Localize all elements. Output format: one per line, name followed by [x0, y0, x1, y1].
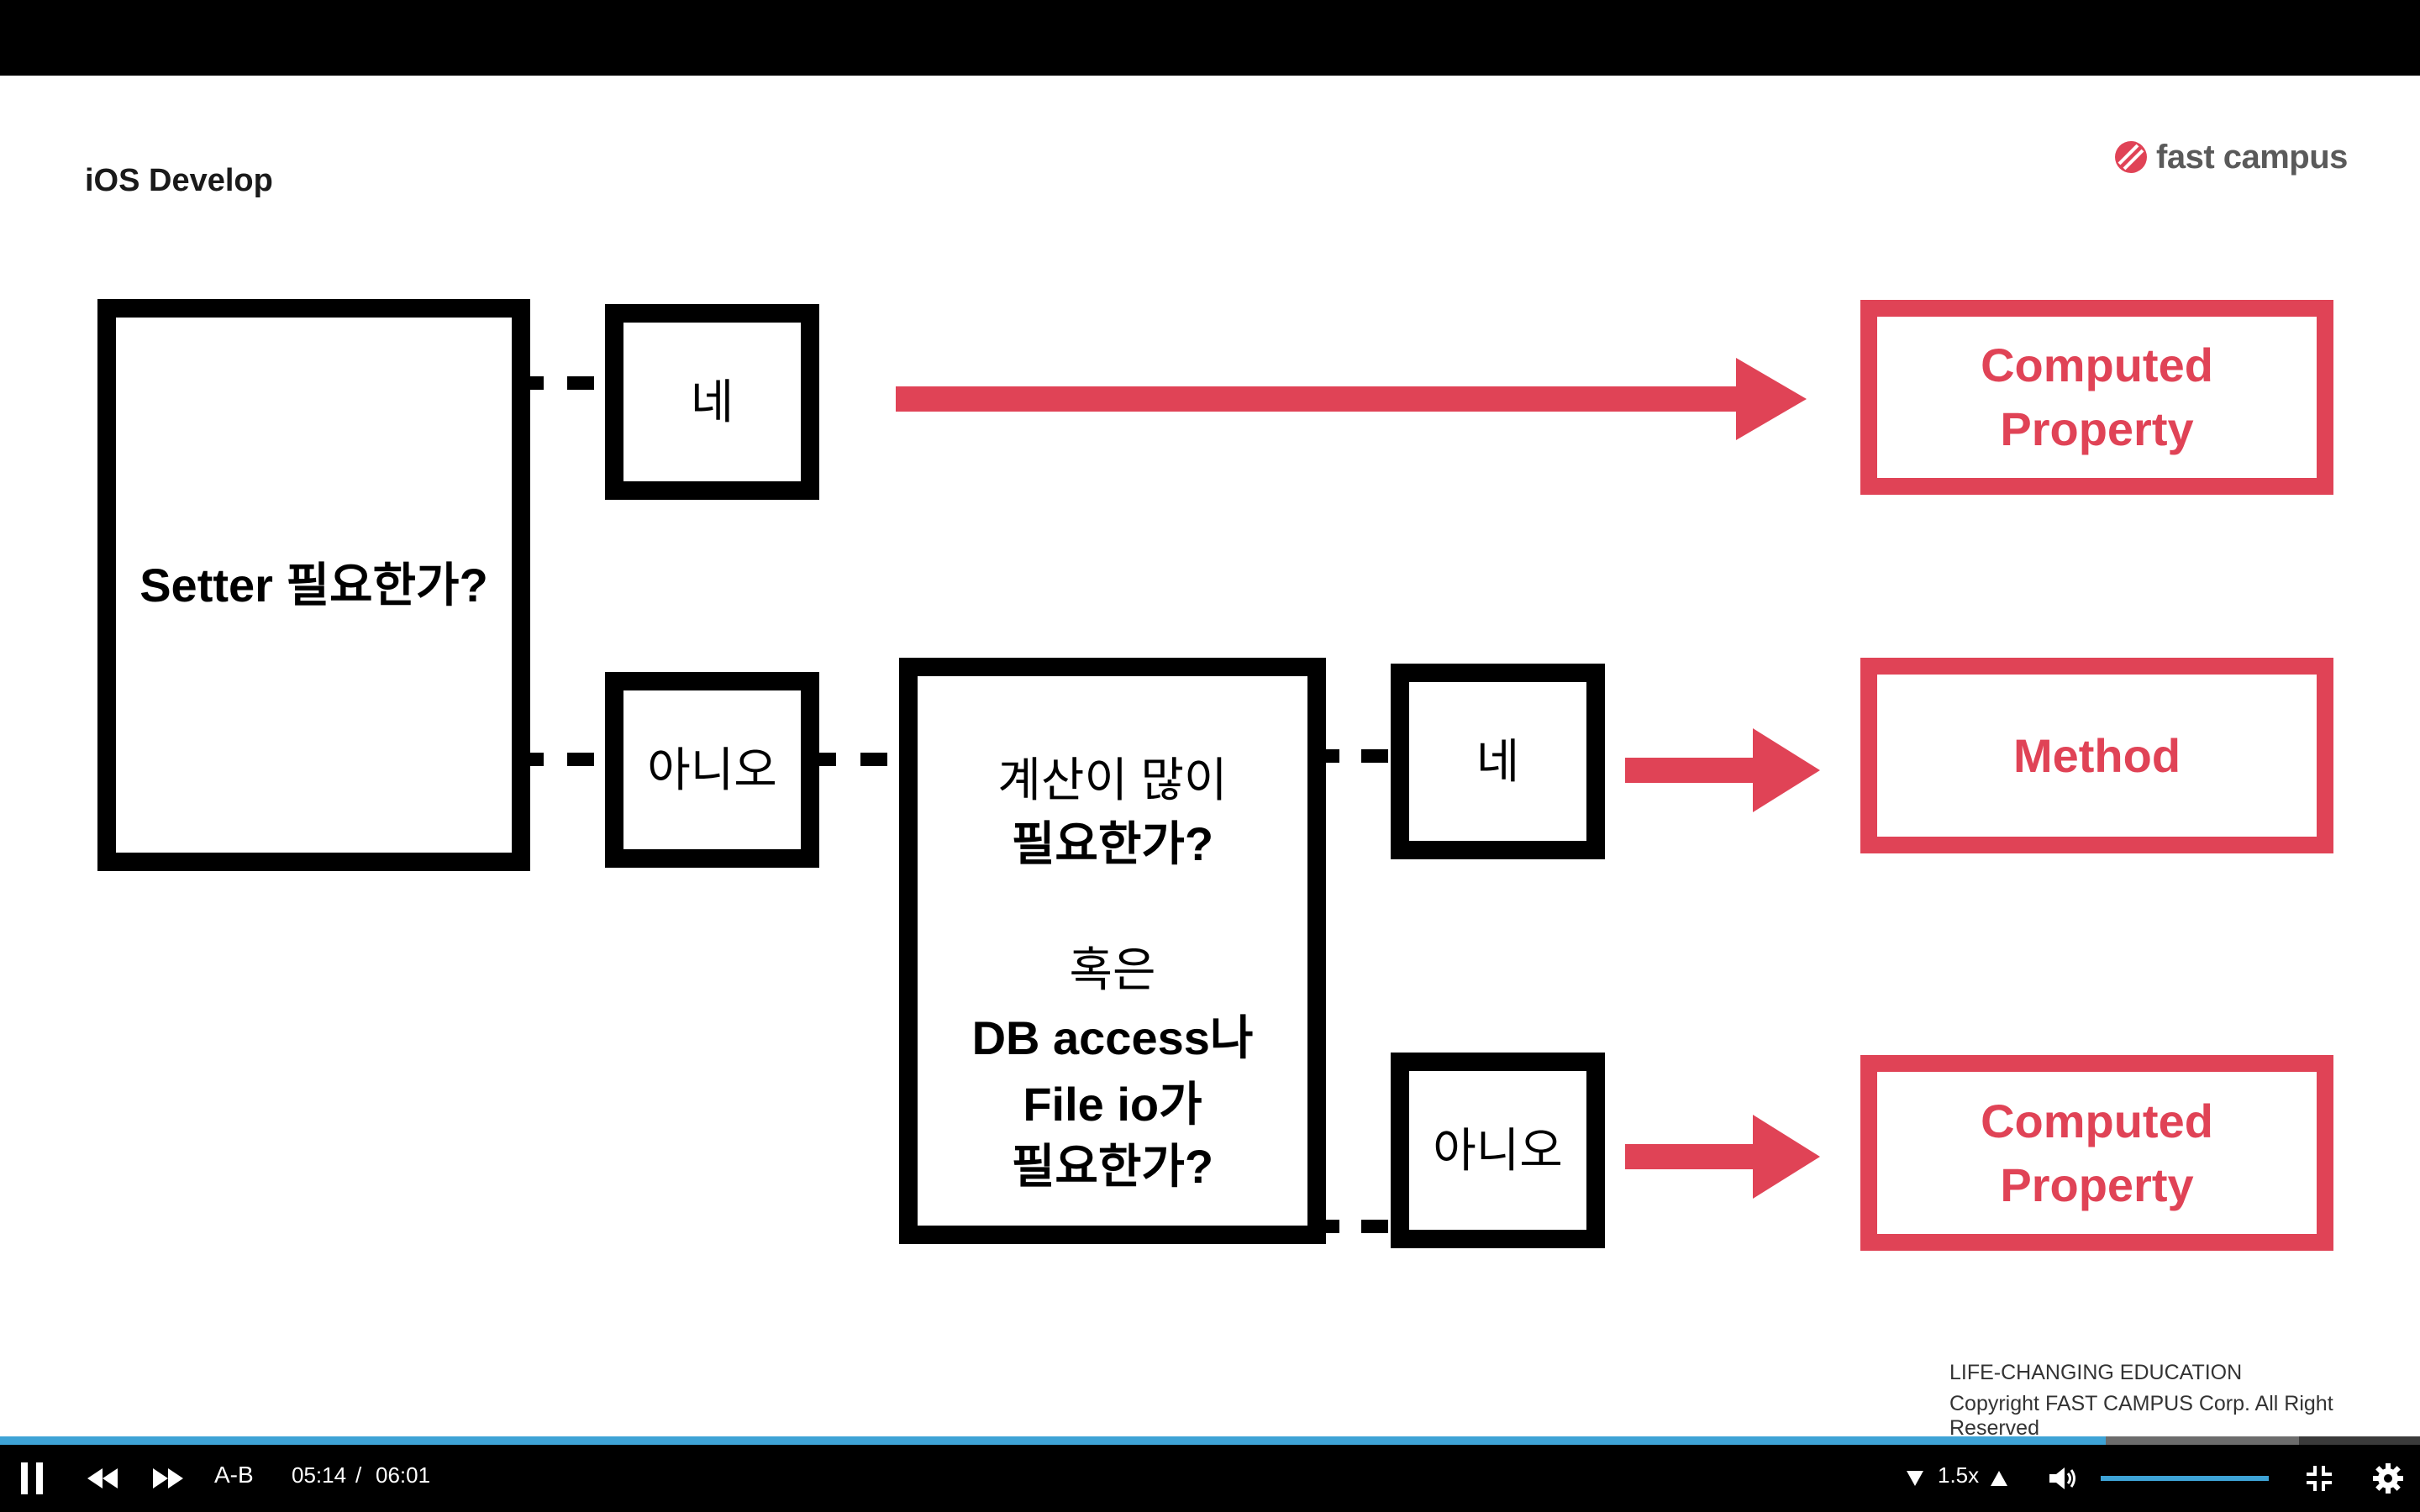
brand-name: fast campus: [2156, 138, 2348, 176]
result-computed-property-box: Computed Property: [1860, 300, 2333, 495]
compute-question-line: 계산이 많이: [997, 753, 1228, 806]
ab-repeat-button[interactable]: A-B: [214, 1462, 254, 1488]
connector-no-compute: [819, 753, 836, 766]
connector-compute-yes: [1361, 749, 1388, 763]
speed-down-button[interactable]: [1902, 1467, 1928, 1490]
result-line: Computed: [1981, 339, 2213, 392]
answer-no-text: 아니오: [1433, 1123, 1563, 1177]
arrow-to-method: [1625, 728, 1820, 812]
answer-yes-text: 네: [1476, 734, 1520, 788]
brand-logo: fast campus: [2114, 136, 2348, 178]
connector-compute-no: [1361, 1220, 1388, 1233]
video-player-controls: A-B 05:14 / 06:01 1.5x: [0, 1436, 2420, 1512]
lecture-slide: iOS Develop fast campus Setter 필요한가? 네 아…: [0, 76, 2420, 1436]
result-line: Property: [2000, 1158, 2194, 1211]
connector-setter-yes: [567, 376, 594, 390]
answer-yes-text: 네: [690, 375, 734, 428]
rewind-icon: [87, 1468, 118, 1488]
result-line: Computed: [1981, 1094, 2213, 1147]
result-computed-property-box: Computed Property: [1860, 1055, 2333, 1251]
answer-no-box: 아니오: [605, 672, 819, 868]
compute-question-line: 필요한가?: [1011, 1140, 1214, 1193]
pause-button[interactable]: [15, 1458, 49, 1499]
exit-fullscreen-button[interactable]: [2302, 1462, 2336, 1495]
result-method-text: Method: [2012, 728, 2181, 782]
connector-setter-no: [567, 753, 594, 766]
speed-down-icon: [1907, 1471, 1923, 1486]
playback-speed: 1.5x: [1938, 1462, 1980, 1488]
volume-level: [2101, 1476, 2269, 1481]
compute-question-line: 필요한가?: [1011, 817, 1214, 870]
duration: 06:01: [376, 1462, 431, 1488]
answer-no-text: 아니오: [647, 743, 777, 796]
connector-setter-yes: [530, 376, 544, 390]
answer-yes-box: 네: [605, 304, 819, 500]
answer-no-box: 아니오: [1391, 1053, 1605, 1248]
footer-tagline: LIFE-CHANGING EDUCATION: [1949, 1361, 2243, 1384]
footer-copyright: Copyright FAST CAMPUS Corp. All Right Re…: [1949, 1392, 2333, 1440]
connector-no-compute: [860, 753, 887, 766]
result-method-box: Method: [1860, 658, 2333, 853]
connector-compute-no: [1326, 1220, 1339, 1233]
compute-question-box: 계산이 많이 필요한가? 혹은 DB access나 File io가 필요한가…: [899, 658, 1326, 1244]
speed-up-button[interactable]: [1986, 1467, 2012, 1490]
rewind-button[interactable]: [84, 1462, 121, 1495]
connector-setter-no: [530, 753, 544, 766]
pause-icon: [21, 1462, 43, 1494]
progress-bar[interactable]: [0, 1436, 2420, 1445]
arrow-to-computed-property: [1625, 1115, 1820, 1199]
course-title: iOS Develop: [85, 163, 273, 198]
exit-fullscreen-icon: [2307, 1466, 2332, 1491]
volume-slider[interactable]: [2101, 1476, 2269, 1481]
time-separator: /: [355, 1462, 362, 1488]
compute-question-line: DB access나: [971, 1011, 1254, 1064]
fast-forward-icon: [153, 1468, 183, 1488]
volume-button[interactable]: [2047, 1463, 2081, 1494]
current-time: 05:14: [292, 1462, 347, 1488]
setter-question-box: Setter 필요한가?: [97, 299, 530, 871]
brand-logo-icon: [2115, 141, 2147, 173]
connector-compute-yes: [1326, 749, 1339, 763]
answer-yes-box: 네: [1391, 664, 1605, 859]
speed-up-icon: [1991, 1471, 2007, 1486]
settings-button[interactable]: [2370, 1460, 2407, 1497]
setter-question-text: Setter 필요한가?: [139, 558, 488, 612]
compute-question-line: 혹은: [1069, 943, 1156, 996]
volume-icon: [2049, 1467, 2075, 1489]
gear-icon: [2373, 1463, 2403, 1494]
result-line: Property: [2000, 402, 2194, 455]
fast-forward-button[interactable]: [150, 1462, 187, 1495]
arrow-to-computed-property: [896, 358, 1807, 440]
compute-question-line: File io가: [1023, 1078, 1202, 1131]
progress-played: [0, 1436, 2106, 1445]
letterbox-top: [0, 0, 2420, 76]
